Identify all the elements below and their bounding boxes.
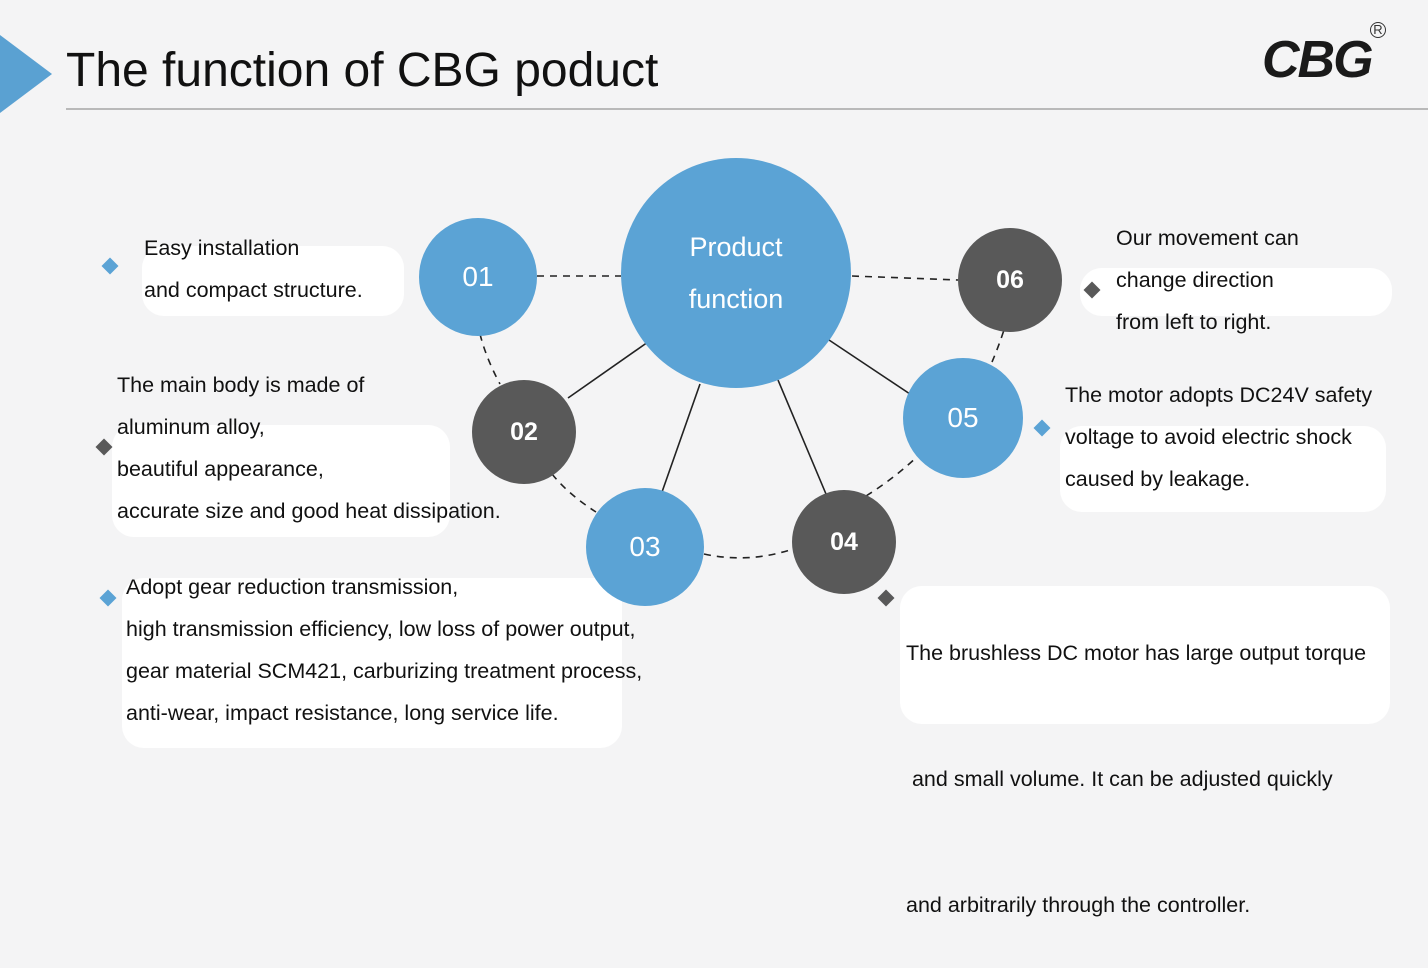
- feature-line: beautiful appearance,: [117, 457, 324, 481]
- dash-05-06: [991, 329, 1005, 363]
- text-highlight-blob: [1060, 426, 1386, 512]
- text-highlight-blob: [122, 578, 622, 748]
- feature-line: The motor adopts DC24V safety: [1065, 383, 1373, 407]
- feature-line: Easy installation: [144, 236, 300, 260]
- logo-text: CBG: [1262, 31, 1374, 89]
- feature-line: from left to right.: [1116, 310, 1272, 334]
- dash-04-05: [865, 449, 925, 497]
- feature-line: high transmission efficiency, low loss o…: [126, 617, 636, 641]
- feature-line: The main body is made of: [117, 373, 365, 397]
- title-divider: [66, 108, 1428, 110]
- feature-05-text: The motor adopts DC24V safety voltage to…: [1065, 374, 1372, 500]
- text-highlight-blob: [900, 586, 1390, 724]
- center-label-line1: Product: [689, 232, 783, 262]
- feature-line: and small volume. It can be adjusted qui…: [906, 767, 1333, 791]
- feature-02-text: The main body is made of aluminum alloy,…: [117, 364, 501, 532]
- feature-line: anti-wear, impact resistance, long servi…: [126, 701, 559, 725]
- spoke-to-03: [661, 383, 701, 493]
- feature-03-text: Adopt gear reduction transmission, high …: [126, 566, 642, 734]
- spoke-to-02: [567, 341, 649, 399]
- registered-mark-icon: R: [1370, 22, 1386, 38]
- feature-01-text: Easy installation and compact structure.: [144, 227, 363, 311]
- feature-line: caused by leakage.: [1065, 467, 1251, 491]
- feature-line: gear material SCM421, carburizing treatm…: [126, 659, 643, 683]
- node-label: 04: [830, 527, 858, 556]
- feature-line: The brushless DC motor has large output …: [906, 641, 1367, 665]
- dash-03-04: [703, 547, 797, 559]
- feature-line: Our movement can: [1116, 226, 1299, 250]
- node-05: 05: [903, 358, 1023, 478]
- cbg-logo: CBG R: [1262, 22, 1386, 94]
- node-02: 02: [472, 380, 576, 484]
- feature-06-text: Our movement can change direction from l…: [1116, 217, 1299, 343]
- dash-01-02: [479, 333, 501, 385]
- page-title: The function of CBG poduct: [66, 44, 659, 97]
- node-label: 03: [629, 531, 661, 562]
- feature-04-text: The brushless DC motor has large output …: [906, 548, 1366, 968]
- text-highlight-blob: [112, 425, 450, 537]
- dash-center-06: [851, 275, 959, 281]
- node-label: 06: [996, 265, 1024, 294]
- feature-line: change direction: [1116, 268, 1274, 292]
- feature-line: and compact structure.: [144, 278, 363, 302]
- feature-line: and arbitrarily through the controller.: [906, 893, 1251, 917]
- node-01: 01: [419, 218, 537, 336]
- node-label: 02: [510, 417, 538, 446]
- title-arrow-icon: [0, 35, 52, 113]
- text-highlight-blob: [1080, 268, 1392, 316]
- text-highlight-blob: [142, 246, 404, 316]
- node-03: 03: [586, 488, 704, 606]
- spoke-to-05: [828, 339, 911, 395]
- center-node-product-function: Product function: [621, 158, 851, 388]
- node-label: 01: [462, 261, 494, 292]
- node-04: 04: [792, 490, 896, 594]
- feature-line: aluminum alloy,: [117, 415, 265, 439]
- dash-02-03: [551, 473, 597, 513]
- feature-line: voltage to avoid electric shock: [1065, 425, 1352, 449]
- node-06: 06: [958, 228, 1062, 332]
- center-label-line2: function: [688, 284, 784, 314]
- node-label: 05: [947, 402, 979, 433]
- spoke-to-04: [777, 379, 827, 495]
- connector-lines: [479, 275, 1005, 559]
- feature-line: Adopt gear reduction transmission,: [126, 575, 459, 599]
- feature-line: accurate size and good heat dissipation.: [117, 499, 501, 523]
